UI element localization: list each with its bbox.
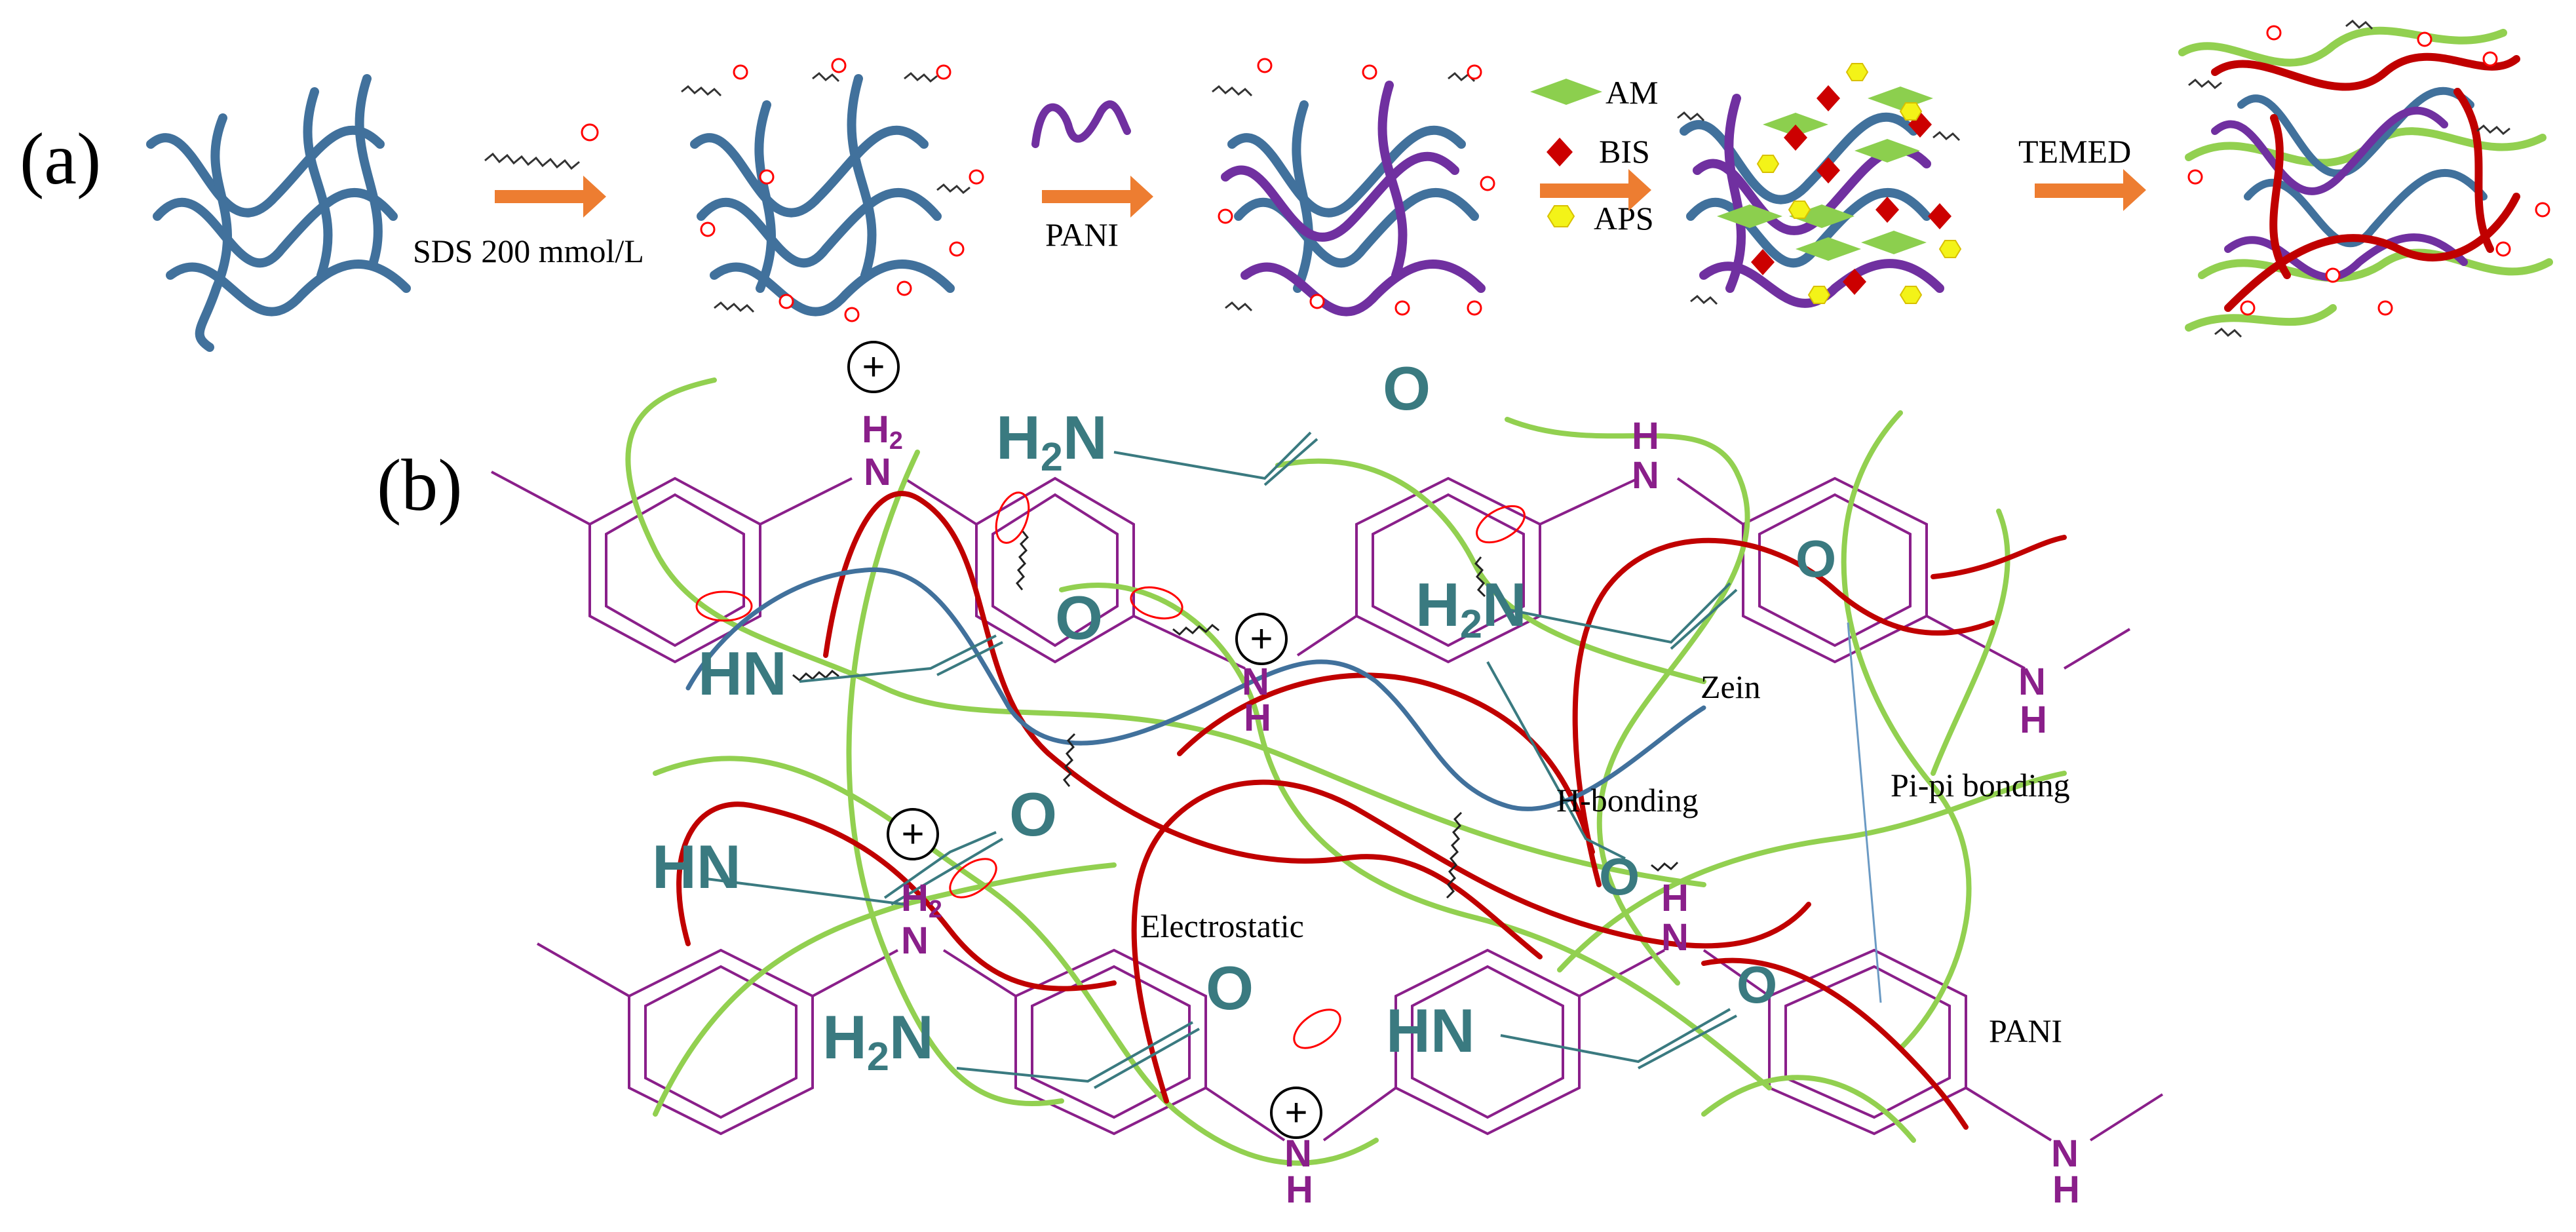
process-arrow-4 xyxy=(2035,169,2146,211)
pam-chains-red xyxy=(676,491,2067,1130)
plus-charge-icon: + xyxy=(887,808,939,860)
panel-b: (b) xyxy=(377,341,2164,1211)
sds-molecule-icon xyxy=(484,123,599,170)
h2n-group-3: H2N xyxy=(822,1003,934,1079)
pani-h-1: H xyxy=(1632,415,1659,457)
pani-nitrogen-atoms: H2 N H N N H N H H2 N H N N H N H xyxy=(862,408,2080,1211)
pani-label: PANI xyxy=(1989,1012,2062,1049)
zein-label: Zein xyxy=(1701,668,1761,705)
final-hydrogel-network xyxy=(2178,19,2553,338)
sds-step-label: SDS 200 mmol/L xyxy=(413,233,644,269)
pani-n-2: N xyxy=(1632,454,1659,497)
pani-n-6: N xyxy=(1661,916,1689,959)
pani-chain-lower xyxy=(537,942,2164,1142)
zein-sds-complex xyxy=(681,58,984,322)
pani-h-3: H xyxy=(1244,697,1271,739)
carbonyl-o-1: O xyxy=(1383,354,1431,423)
pani-n-8: N xyxy=(2051,1132,2079,1175)
electrostatic-label: Electrostatic xyxy=(1140,908,1304,944)
zein-sds-pani-complex xyxy=(1212,58,1495,317)
carbonyl-o-4: O xyxy=(1009,780,1057,849)
sds-tails-b xyxy=(792,530,1679,899)
pani-n-5: N xyxy=(901,919,929,962)
zein-chains-stage1 xyxy=(146,74,411,352)
pani-chain-icon xyxy=(1031,100,1131,148)
pi-pi-bonding-label: Pi-pi bonding xyxy=(1891,767,2070,803)
carbonyl-o-5: O xyxy=(1599,847,1640,906)
hn-group-1: HN xyxy=(698,639,787,708)
legend-bis-label: BIS xyxy=(1599,133,1650,170)
carbonyl-o-2: O xyxy=(1055,583,1103,652)
legend-item-am: AM xyxy=(1530,74,1659,111)
aps-hexagon-icon xyxy=(1547,205,1575,227)
pani-h-4: H xyxy=(2020,699,2047,741)
h-bonding-label: H-bonding xyxy=(1556,782,1699,818)
process-arrow-2 xyxy=(1042,176,1153,218)
zein-chain-b xyxy=(685,567,1706,811)
svg-text:+: + xyxy=(1284,1090,1307,1134)
legend-item-aps: APS xyxy=(1547,200,1654,237)
h2n-group-1: H2N xyxy=(996,403,1107,479)
plus-charge-icon: + xyxy=(1235,613,1288,665)
svg-text:+: + xyxy=(1250,617,1273,661)
pani-step-label: PANI xyxy=(1045,216,1119,253)
pre-gel-mixture xyxy=(1677,63,1962,308)
functional-groups: H2N O O HN H2N O O HN O H2N O HN O xyxy=(652,354,1836,1089)
legend-aps-label: APS xyxy=(1594,200,1654,237)
carbonyl-o-6: O xyxy=(1206,953,1254,1022)
pam-chains-green xyxy=(625,377,2067,1166)
plus-charge-icon: + xyxy=(1270,1087,1322,1139)
process-arrow-1 xyxy=(495,176,606,218)
svg-text:+: + xyxy=(862,345,885,389)
reagent-legend: AM BIS APS xyxy=(1530,74,1659,237)
carbonyl-o-3: O xyxy=(1796,529,1836,588)
process-arrow-3 xyxy=(1540,169,1651,211)
pani-n-3: N xyxy=(1242,661,1269,703)
sds-heads-b xyxy=(695,491,1526,1049)
pani-n-7: N xyxy=(1284,1132,1312,1175)
pani-h-8: H xyxy=(2052,1168,2080,1211)
positive-charges: + + + + xyxy=(847,341,1322,1139)
svg-text:+: + xyxy=(901,812,924,856)
bis-diamond-icon xyxy=(1547,138,1573,166)
temed-step-label: TEMED xyxy=(2018,133,2131,170)
carbonyl-o-7: O xyxy=(1737,955,1777,1014)
panel-a: (a) SDS 200 mmol/L xyxy=(20,19,2553,352)
pani-h2-label-2: H2 xyxy=(901,877,942,923)
pani-h-5: H xyxy=(1661,877,1689,919)
am-diamond-icon xyxy=(1530,79,1602,105)
panel-a-label: (a) xyxy=(20,119,101,200)
pani-n-1: N xyxy=(864,451,891,493)
hn-group-3: HN xyxy=(1386,996,1475,1065)
pani-h2-label-1: H2 xyxy=(862,408,903,454)
panel-b-label: (b) xyxy=(377,445,463,526)
pani-h-7: H xyxy=(1286,1168,1313,1211)
legend-am-label: AM xyxy=(1605,74,1659,111)
pi-pi-guide-line xyxy=(1847,622,1882,1003)
pani-n-4: N xyxy=(2018,661,2046,703)
legend-item-bis: BIS xyxy=(1547,133,1650,170)
h2n-group-2: H2N xyxy=(1415,570,1527,646)
plus-charge-icon: + xyxy=(847,341,900,393)
hn-group-2: HN xyxy=(652,832,741,901)
